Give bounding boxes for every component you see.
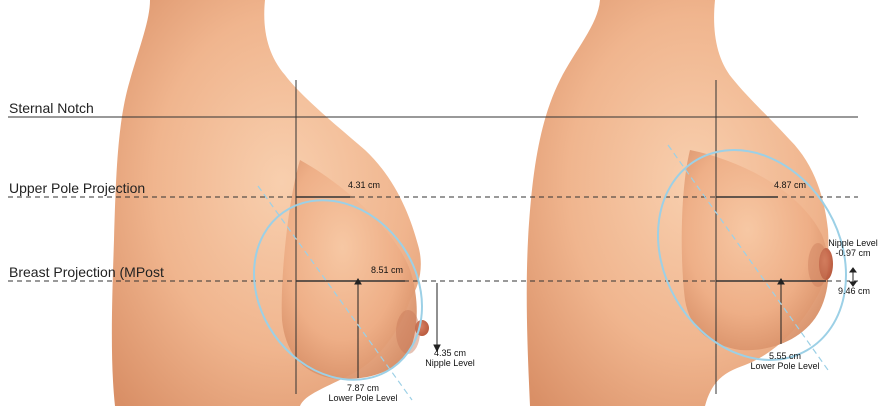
right-nipple-level-callout: Nipple Level -0.97 cm <box>823 238 883 258</box>
right-lower-pole-callout: 5.55 cm Lower Pole Level <box>745 351 825 371</box>
right-nipple-level-label: Nipple Level <box>823 238 883 248</box>
right-nipple-level-value: -0.97 cm <box>823 248 883 258</box>
left-nipple-level-value: 4.35 cm <box>420 348 480 358</box>
sternal-notch-label: Sternal Notch <box>9 100 94 116</box>
right-torso <box>527 0 833 406</box>
breast-projection-label: Breast Projection (MPost <box>9 264 164 280</box>
left-lower-pole-callout: 7.87 cm Lower Pole Level <box>318 383 408 403</box>
right-lower-pole-value: 5.55 cm <box>745 351 825 361</box>
right-lower-pole-label: Lower Pole Level <box>745 361 825 371</box>
left-lower-pole-value: 7.87 cm <box>318 383 408 393</box>
upper-pole-projection-label: Upper Pole Projection <box>9 180 145 196</box>
right-breast-projection-value: 9.46 cm <box>838 286 870 296</box>
right-upper-pole-value: 4.87 cm <box>774 180 806 190</box>
left-nipple-level-callout: 4.35 cm Nipple Level <box>420 348 480 368</box>
left-breast-projection-value: 8.51 cm <box>371 265 403 275</box>
left-lower-pole-label: Lower Pole Level <box>318 393 408 403</box>
left-nipple-level-label: Nipple Level <box>420 358 480 368</box>
left-upper-pole-value: 4.31 cm <box>348 180 380 190</box>
